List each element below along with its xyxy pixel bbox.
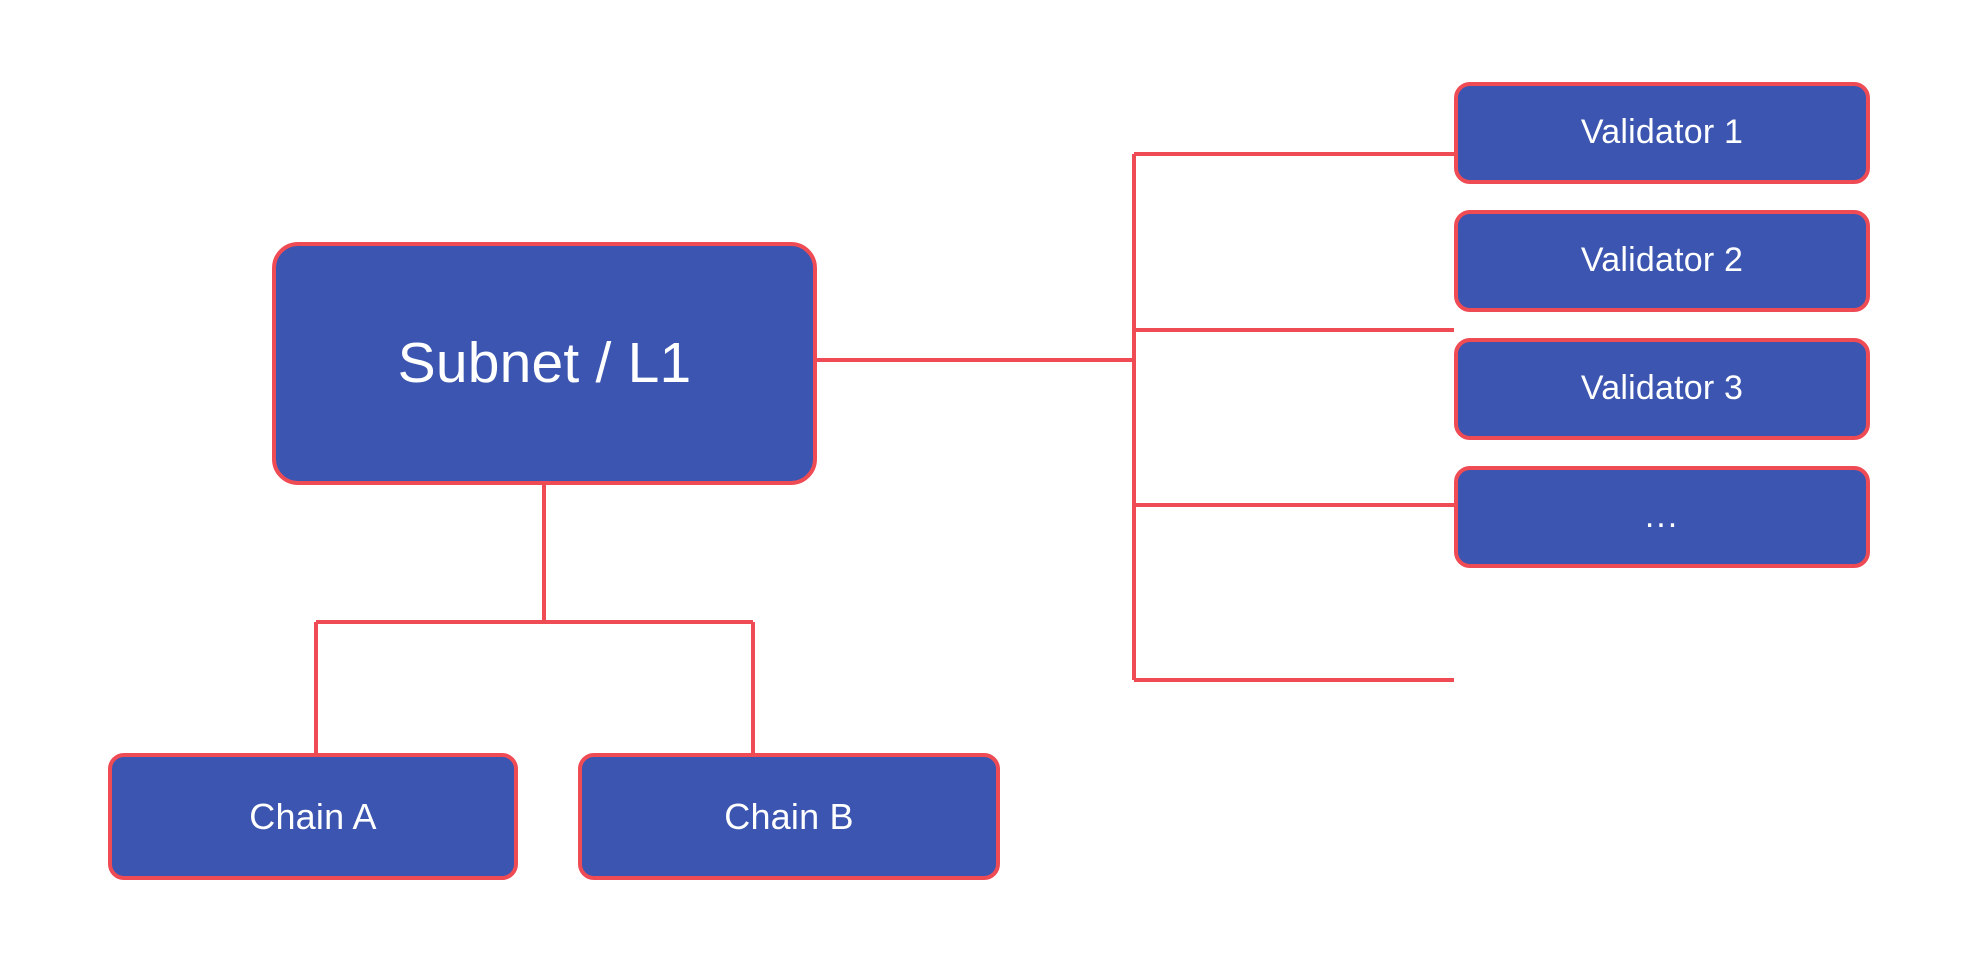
node-validator-2-label: Validator 2 — [1580, 241, 1744, 280]
node-validator-3-label: Validator 3 — [1580, 369, 1744, 408]
node-chain-b-label: Chain B — [724, 795, 854, 837]
node-subnet[interactable]: Subnet / L1 — [272, 242, 817, 485]
node-chain-b[interactable]: Chain B — [578, 753, 1000, 880]
node-validator-2[interactable]: Validator 2 — [1454, 210, 1870, 312]
node-chain-a[interactable]: Chain A — [108, 753, 518, 880]
node-validator-1[interactable]: Validator 1 — [1454, 82, 1870, 184]
node-chain-a-label: Chain A — [249, 795, 377, 837]
node-validator-more-label: ... — [1644, 497, 1680, 536]
node-validator-1-label: Validator 1 — [1580, 113, 1744, 152]
node-validator-more[interactable]: ... — [1454, 466, 1870, 568]
node-subnet-label: Subnet / L1 — [397, 330, 692, 395]
node-validator-3[interactable]: Validator 3 — [1454, 338, 1870, 440]
